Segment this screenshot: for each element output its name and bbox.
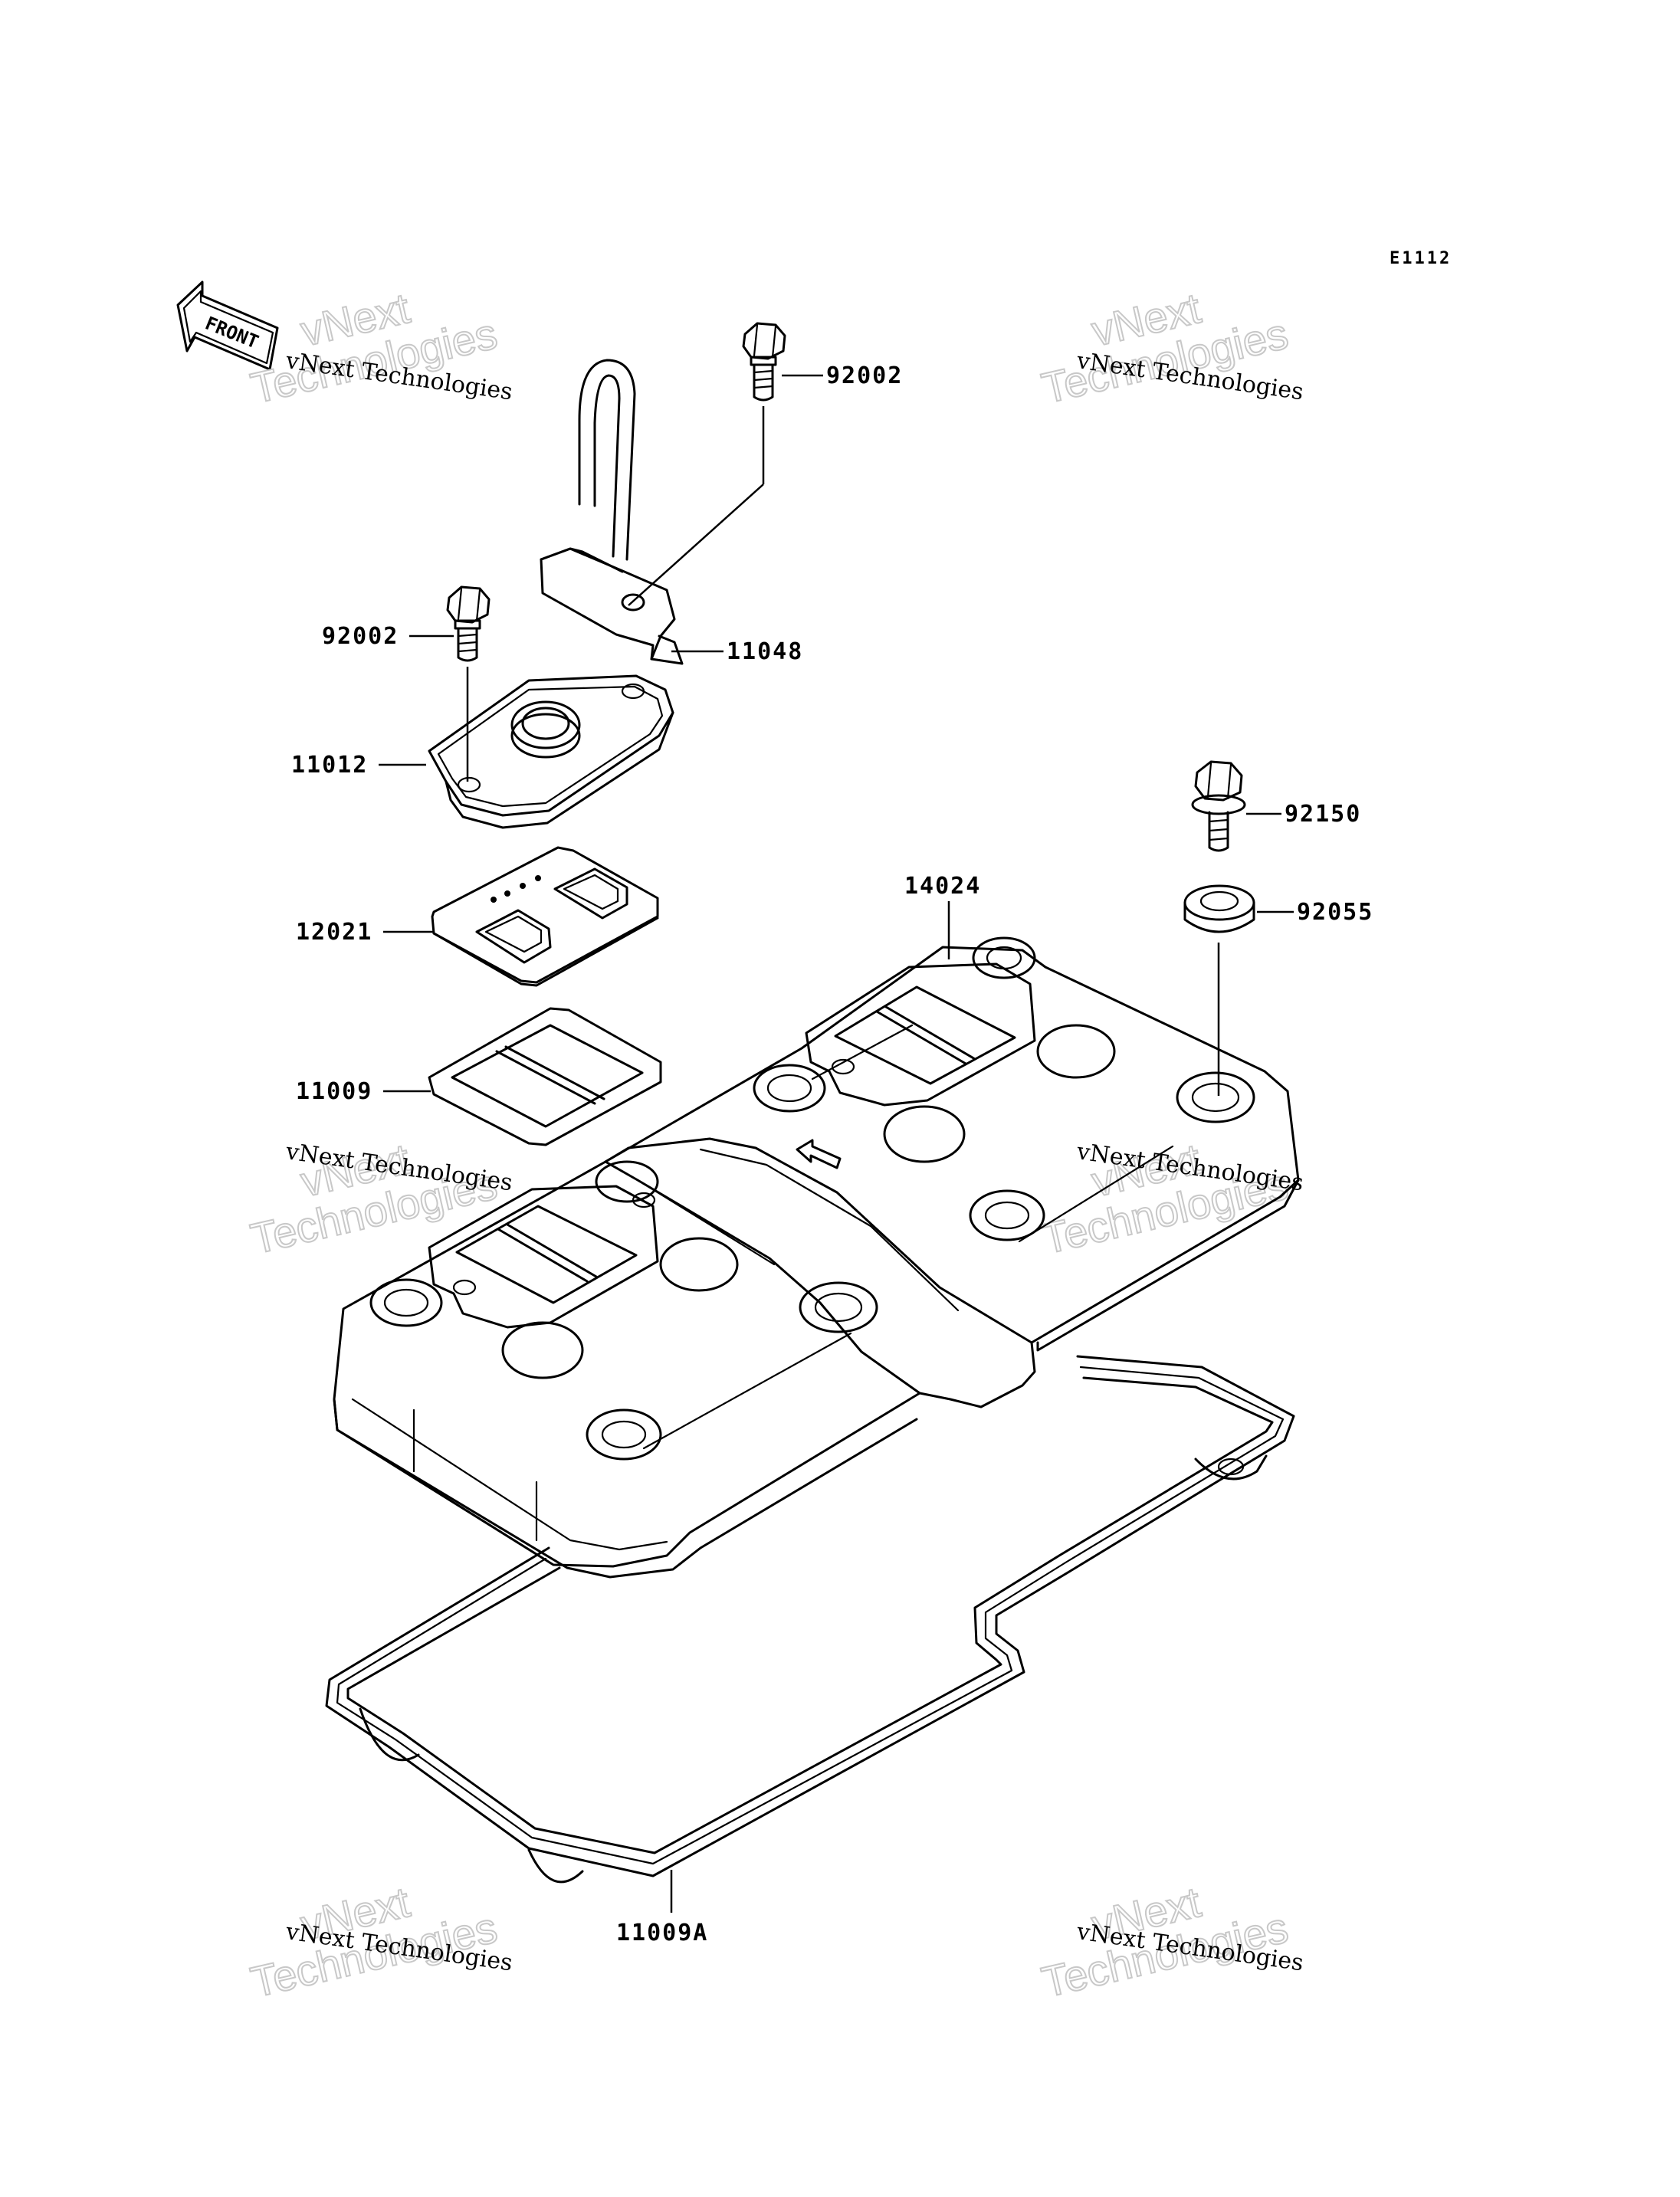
breather-cover-11012[interactable] — [428, 674, 674, 829]
part-label-11009A[interactable]: 11009A — [616, 1920, 708, 1946]
part-label-92002-left[interactable]: 92002 — [322, 623, 399, 650]
bolt-92150[interactable] — [1191, 760, 1246, 852]
watermark-4: vNext Technologies — [1037, 1133, 1294, 1264]
cylinder-head-cover-14024[interactable] — [333, 936, 1300, 1579]
diagram-code: E1112 — [1390, 249, 1452, 268]
gasket-11009[interactable] — [428, 1007, 662, 1146]
part-label-12021[interactable]: 12021 — [296, 919, 372, 946]
washer-92055[interactable] — [1183, 884, 1255, 933]
gasket-11009A[interactable] — [325, 1355, 1295, 1884]
part-label-14024[interactable]: 14024 — [904, 873, 981, 900]
bolt-92002-left[interactable] — [446, 585, 491, 662]
part-label-92150[interactable]: 92150 — [1285, 801, 1361, 828]
part-label-92002-top[interactable]: 92002 — [826, 362, 903, 389]
breather-bracket-11048[interactable] — [540, 359, 724, 665]
watermark-3: vNext Technologies — [246, 1133, 503, 1264]
part-label-92055[interactable]: 92055 — [1297, 899, 1373, 926]
part-label-11009[interactable]: 11009 — [296, 1078, 372, 1105]
front-arrow-icon: FRONT — [176, 280, 279, 371]
reed-plate-12021[interactable] — [431, 846, 659, 987]
part-label-11012[interactable]: 11012 — [291, 752, 368, 779]
part-label-11048[interactable]: 11048 — [727, 638, 803, 665]
bolt-92002-top[interactable] — [742, 322, 786, 402]
